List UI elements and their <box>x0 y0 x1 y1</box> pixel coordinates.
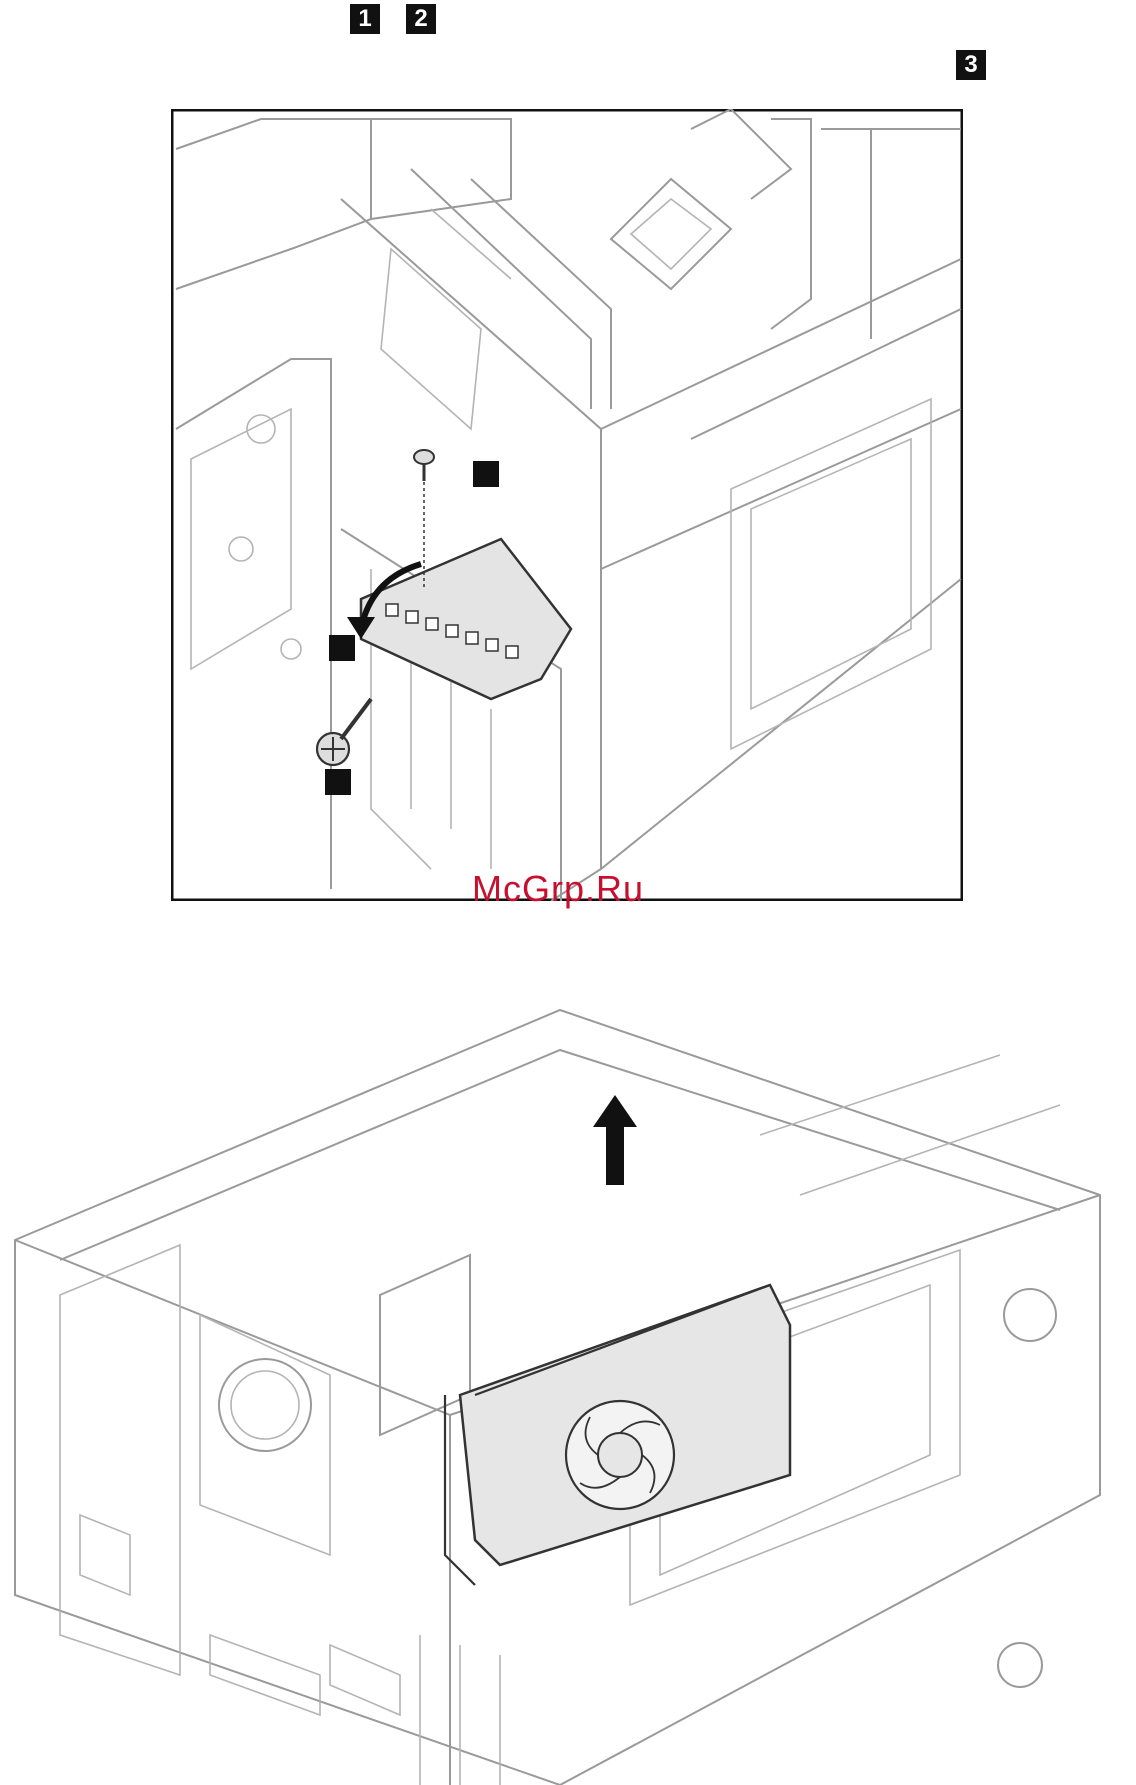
callout-3 <box>325 769 351 795</box>
step-badge-2: 2 <box>406 4 436 34</box>
figure-remove-graphics-card <box>0 995 1136 1785</box>
callout-2 <box>329 635 355 661</box>
watermark: McGrp.Ru <box>472 868 644 910</box>
figure-remove-bracket <box>171 109 963 901</box>
step-badge-3: 3 <box>956 50 986 80</box>
callout-1 <box>473 461 499 487</box>
step-badge-1: 1 <box>350 4 380 34</box>
arrow-up-icon <box>593 1095 637 1185</box>
